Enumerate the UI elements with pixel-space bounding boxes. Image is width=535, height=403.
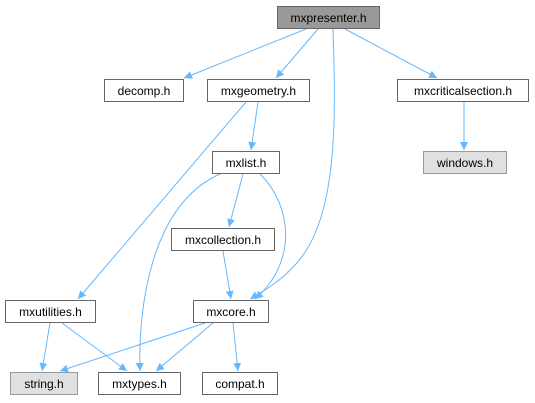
edge-mxpresenter-to-decomp [183,28,307,79]
edge-mxgeometry-to-mxutilities [77,101,247,300]
node-mxutilities[interactable]: mxutilities.h [5,300,96,323]
edge-mxcore-to-string [59,322,206,373]
edge-mxcore-to-mxtypes [155,322,214,372]
edge-mxlist-to-mxtypes [135,173,221,372]
node-windows: windows.h [423,151,507,174]
edge-mxutilities-to-string [39,322,51,372]
edge-mxpresenter-to-mxcriticalsection [344,28,438,79]
edge-mxutilities-to-mxtypes [61,322,128,372]
node-mxtypes[interactable]: mxtypes.h [98,372,181,395]
edge-mxgeometry-to-mxlist [248,101,259,151]
node-mxcore[interactable]: mxcore.h [193,300,269,323]
node-mxpresenter: mxpresenter.h [277,6,380,29]
node-mxcollection[interactable]: mxcollection.h [171,228,275,251]
node-compat[interactable]: compat.h [202,372,278,395]
edge-mxlist-to-mxcollection [227,173,244,228]
edge-mxpresenter-to-mxcore [249,28,335,300]
edge-mxcore-to-compat [232,322,242,372]
node-mxcriticalsection[interactable]: mxcriticalsection.h [397,79,529,102]
node-string: string.h [10,372,78,395]
node-mxgeometry[interactable]: mxgeometry.h [207,79,310,102]
node-decomp[interactable]: decomp.h [104,79,184,102]
edge-mxlist-to-mxcore [254,173,286,300]
edge-mxpresenter-to-mxgeometry [275,28,319,79]
edge-mxcollection-to-mxcore [222,250,234,300]
node-mxlist[interactable]: mxlist.h [212,151,280,174]
